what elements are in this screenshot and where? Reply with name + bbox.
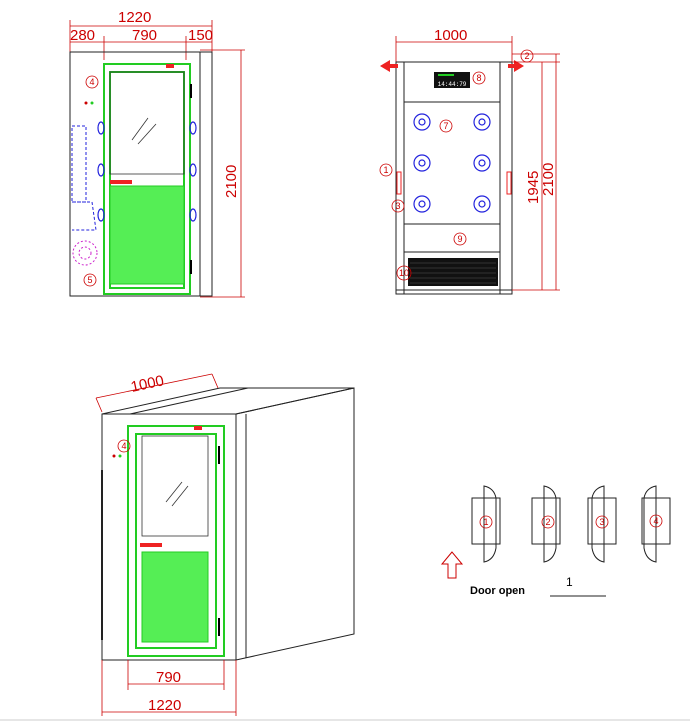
side-callout-8: 8: [476, 73, 481, 83]
side-nozzle: [97, 121, 105, 135]
control-box-dashed: [71, 125, 87, 203]
door-symbol-2: 2: [531, 485, 561, 563]
iso-door-frame: [127, 425, 225, 657]
dim-door: 790: [132, 27, 157, 44]
svg-text:1: 1: [483, 517, 488, 527]
front-door-lock: [166, 64, 174, 68]
iso-dim-total-width: 1220: [148, 697, 181, 714]
front-callout-4: 4: [89, 77, 94, 87]
exhaust-grille: [408, 258, 498, 286]
side-view: 1000 14:44:79: [379, 27, 560, 295]
air-nozzles: [413, 113, 491, 213]
iso-dim-line-depth: [95, 373, 213, 399]
side-callout-9: 9: [457, 234, 462, 244]
side-handle-right: [506, 171, 512, 195]
side-callout-7: 7: [443, 121, 448, 131]
door-legend: 1 2 3 4 Door open 1: [440, 485, 671, 597]
indicator-green: [90, 101, 94, 105]
blower-dashed: [72, 240, 98, 266]
svg-text:3: 3: [599, 517, 604, 527]
front-view: 1220 280 790 150 2100: [69, 9, 245, 298]
door-symbol-4: 4: [641, 485, 671, 563]
side-dim-width: 1000: [434, 27, 467, 44]
side-dim-height-inner: 1945: [525, 171, 542, 204]
arrow-left: [380, 60, 390, 72]
dim-total-width: 1220: [118, 9, 151, 26]
side-callout-2: 2: [524, 51, 529, 61]
front-door-glass: [109, 71, 185, 175]
iso-view: 1000 4 790 1220: [95, 372, 355, 716]
door-open-arrow-icon: [440, 551, 464, 579]
side-body-outline: [395, 61, 513, 295]
iso-door-glass: [141, 435, 209, 537]
front-callout-5: 5: [87, 275, 92, 285]
side-callout-10: 10: [399, 268, 409, 278]
iso-dim-door: 790: [156, 669, 181, 686]
front-door-handle: [110, 180, 132, 184]
dim-height: 2100: [223, 165, 240, 198]
indicator-red: [84, 101, 88, 105]
front-body-outline: [69, 51, 213, 297]
iso-callout-4: 4: [121, 441, 126, 451]
iso-dim-depth: 1000: [129, 372, 165, 396]
side-handle-left: [396, 171, 402, 195]
iso-door-lower-panel: [141, 551, 209, 643]
dim-left: 280: [70, 27, 95, 44]
front-door-frame: [103, 63, 191, 295]
arrow-right: [514, 60, 524, 72]
door-symbol-1: 1: [471, 485, 501, 563]
iso-door-lock: [194, 426, 202, 430]
iso-door-handle: [140, 543, 162, 547]
dim-right: 150: [188, 27, 213, 44]
door-symbol-3: 3: [587, 485, 617, 563]
nozzle: [413, 113, 431, 131]
iso-side-face: [235, 387, 355, 661]
svg-text:4: 4: [653, 516, 658, 526]
door-open-label: Door open: [470, 585, 525, 597]
svg-text:2: 2: [545, 517, 550, 527]
door-open-value: 1: [566, 575, 573, 589]
side-callout-1: 1: [383, 165, 388, 175]
front-door-lower-panel: [109, 185, 185, 285]
display-readout: 14:44:79: [438, 81, 467, 88]
side-dim-height-total: 2100: [540, 163, 557, 196]
side-callout-3: 3: [395, 201, 400, 211]
